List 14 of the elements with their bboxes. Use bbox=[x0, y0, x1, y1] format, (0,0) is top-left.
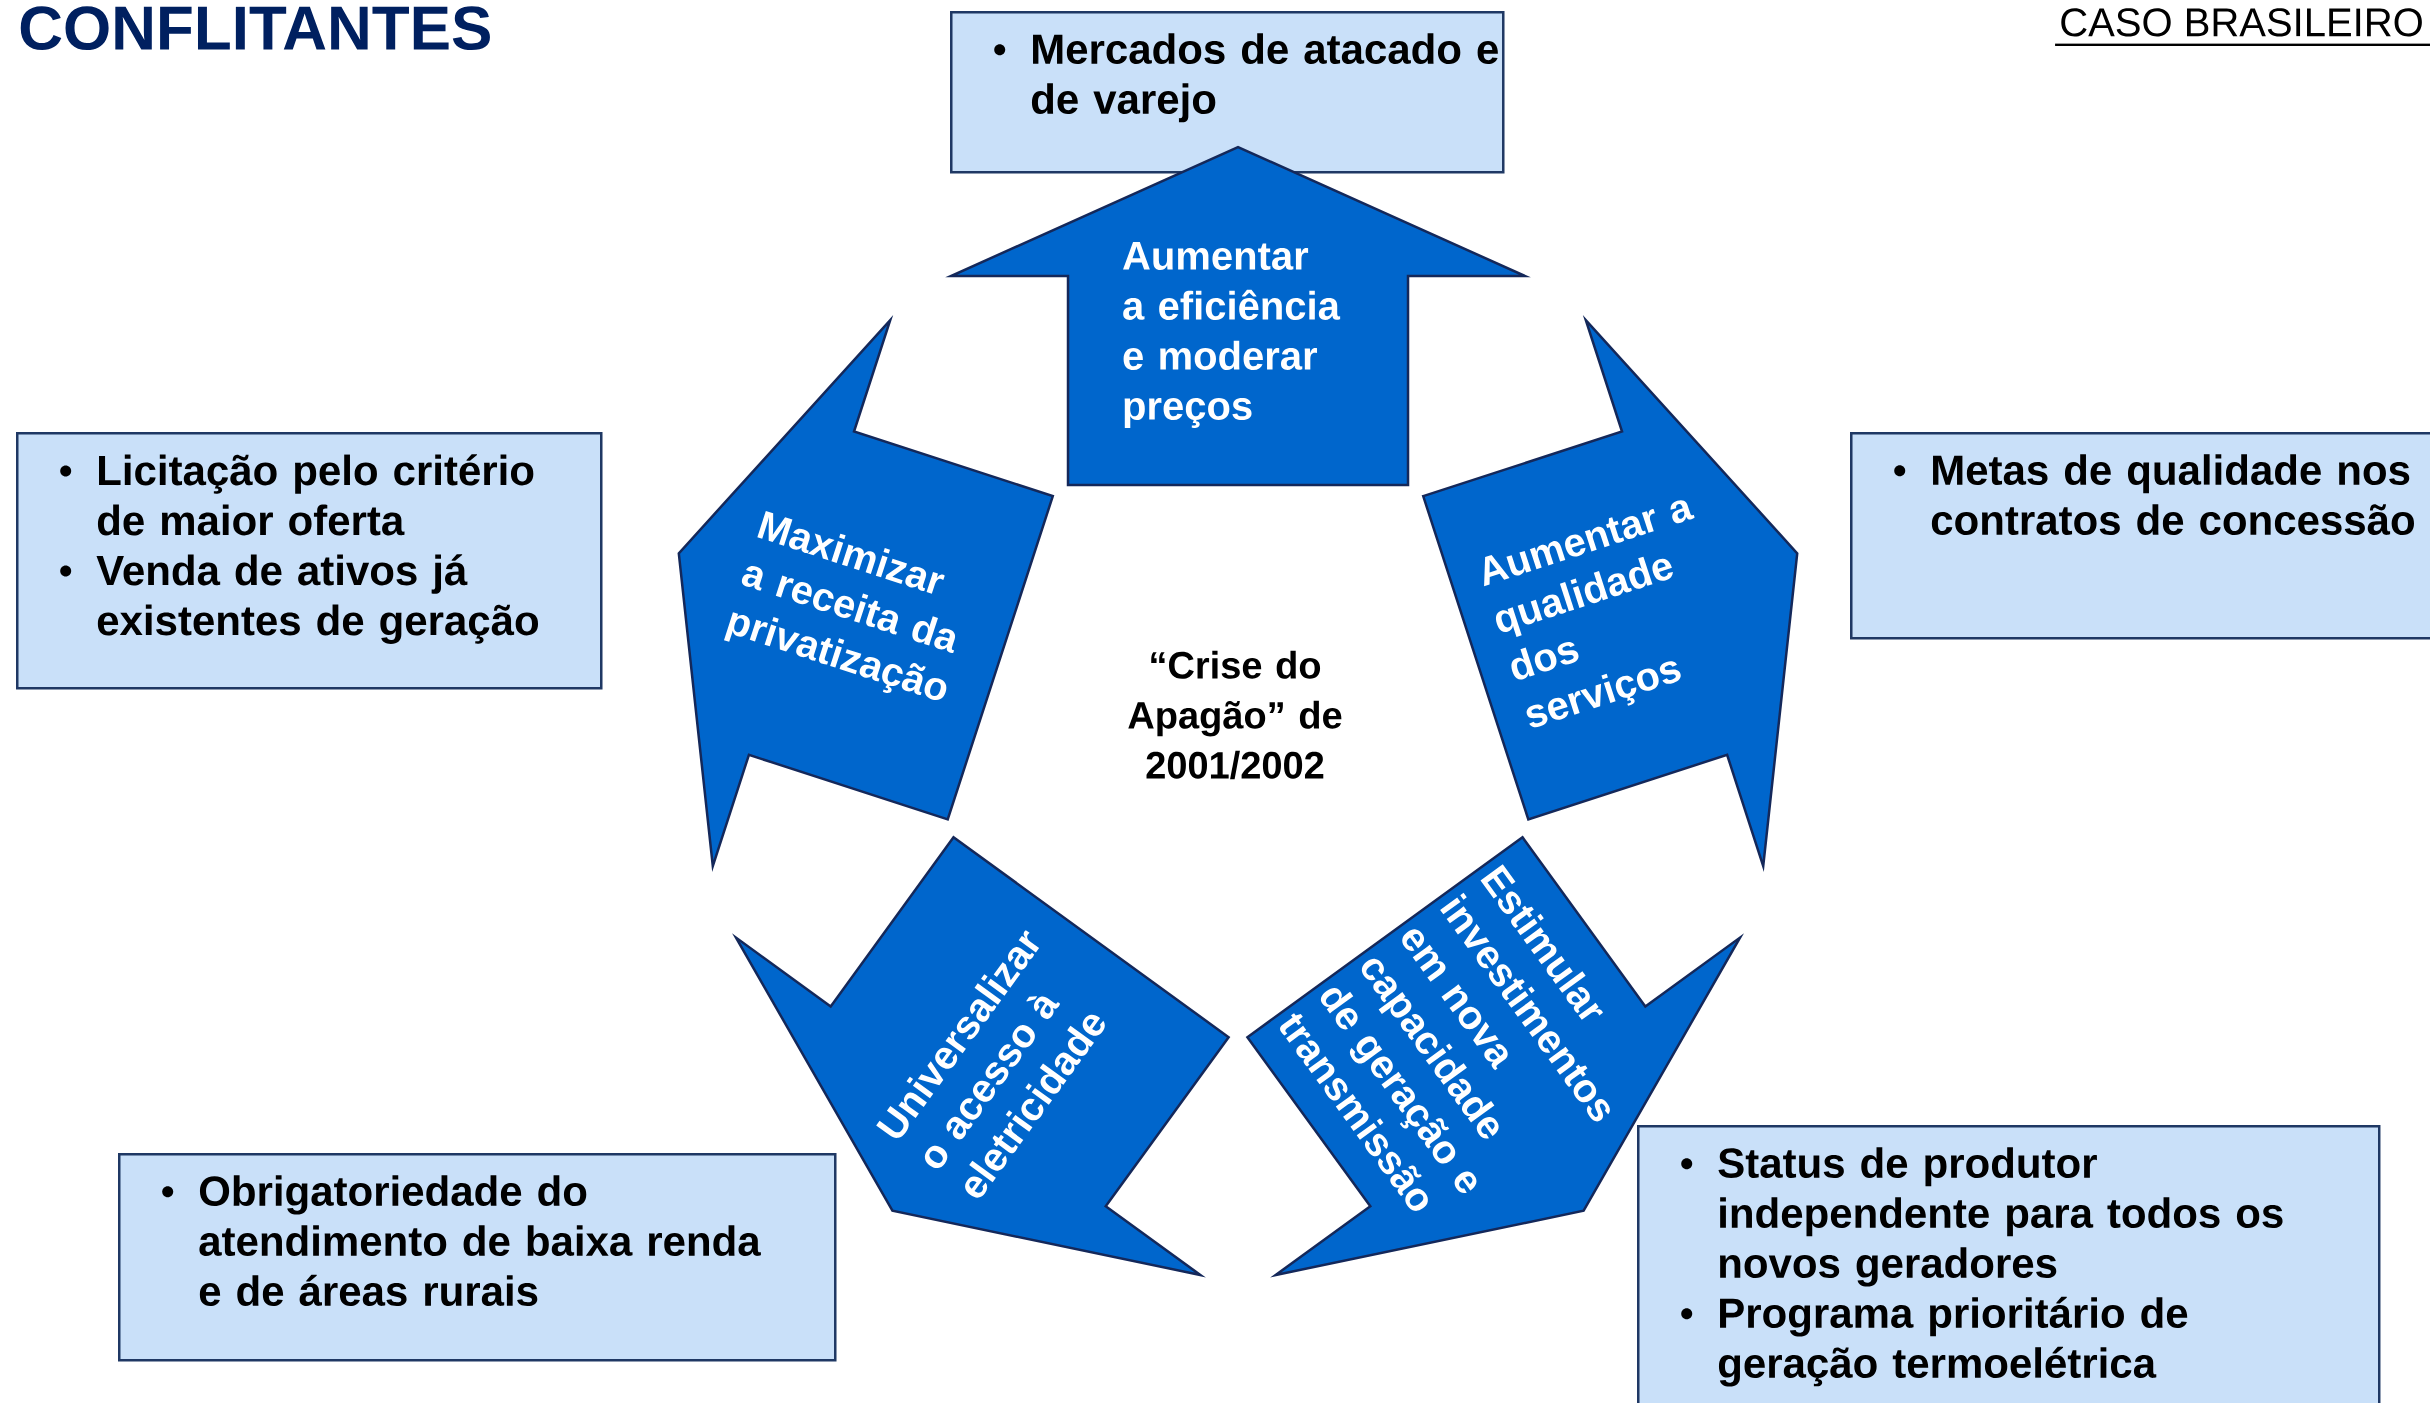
arrow-shaped-box: Aumentar a eficiência e moderar preços bbox=[945, 145, 1531, 487]
text-box bbox=[118, 1153, 837, 1362]
bullet-item: Licitação pelo critério de maior oferta bbox=[60, 454, 534, 536]
bullet-item: Programa prioritário de geração termoelétrica bbox=[1681, 1296, 2188, 1387]
section-tag: CASO BRASILEIRO bbox=[2061, 8, 2422, 37]
text-box bbox=[1850, 432, 2430, 640]
text-box bbox=[950, 11, 1505, 174]
center-text: “Crise do Apagão” de 2001/2002 bbox=[1128, 650, 1342, 780]
bullet-item: Metas de qualidade nos contratos de concessão bbox=[1894, 454, 2414, 536]
heading: CONFLITANTES bbox=[20, 6, 490, 51]
bullet-item: Venda de ativos já existentes de geração bbox=[60, 554, 539, 644]
bullet-item: Mercados de atacado e de varejo bbox=[994, 33, 1498, 123]
text-box bbox=[1637, 1125, 2381, 1403]
text-box bbox=[16, 432, 603, 690]
